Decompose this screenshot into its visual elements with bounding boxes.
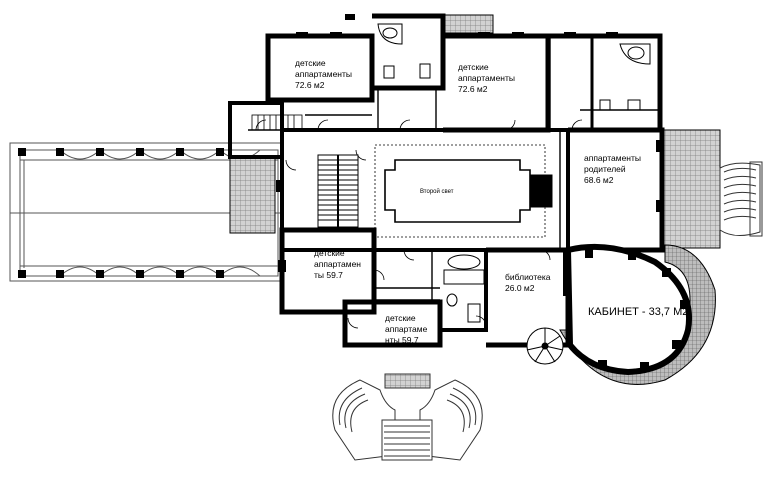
- east-porch: [719, 161, 763, 237]
- spiral-staircase: [526, 327, 564, 365]
- doors: [255, 119, 583, 329]
- room-label-kids-ne: детские аппартаменты 72.6 м2: [458, 62, 515, 94]
- east-terrace: [661, 129, 721, 249]
- room-label-kids-s: детские аппартаме нты 59.7: [385, 313, 428, 345]
- room-label-kids-nw: детские аппартаменты 72.6 м2: [295, 58, 352, 90]
- west-gallery-columns: [18, 148, 224, 278]
- second-light-void: [374, 144, 553, 238]
- room-label-cabinet: КАБИНЕТ - 33,7 М2.: [588, 306, 692, 318]
- service-staircase: [251, 114, 303, 131]
- room-label-library: библиотека 26.0 м2: [505, 272, 551, 293]
- bath-fixtures: [377, 23, 651, 323]
- north-terrace: [444, 14, 494, 34]
- room-label-parents: аппартаменты родителей 68.6 м2: [584, 153, 641, 185]
- room-label-second-light: Второй свет: [420, 189, 454, 195]
- west-terrace: [229, 156, 276, 234]
- south-porch: [332, 373, 483, 461]
- cabinet-rotunda: [564, 243, 692, 376]
- room-label-kids-sw: детские аппартамен ты 59.7: [314, 248, 361, 280]
- main-staircase: [317, 154, 359, 228]
